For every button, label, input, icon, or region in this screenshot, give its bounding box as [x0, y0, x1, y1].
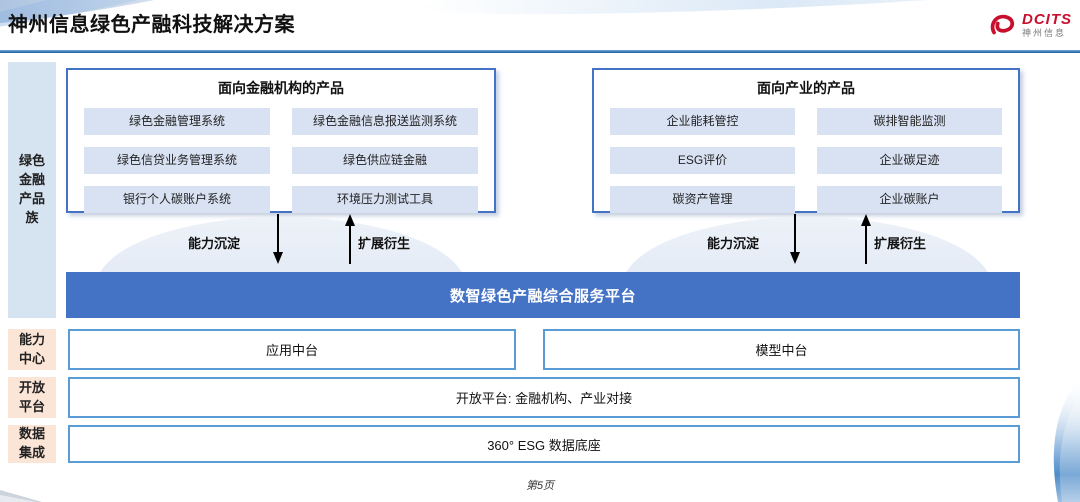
sidebar-label-product-family: 绿色金融产品族 — [8, 62, 56, 318]
logo-brand-text: DCITS — [1022, 11, 1072, 28]
dcits-logo: DCITS 神州信息 — [988, 10, 1072, 40]
product-group-items: 绿色金融管理系统 绿色金融信息报送监测系统 绿色信贷业务管理系统 绿色供应链金融… — [68, 108, 494, 213]
logo-brand-cn-text: 神州信息 — [1022, 28, 1067, 38]
product-item: ESG评价 — [610, 147, 795, 174]
product-item: 碳排智能监测 — [817, 108, 1002, 135]
bottom-right-swoosh-decoration — [1053, 377, 1080, 502]
product-item: 企业能耗管控 — [610, 108, 795, 135]
flow-label-extension-right: 扩展衍生 — [874, 236, 927, 251]
down-arrow-icon — [273, 214, 283, 264]
product-item: 企业碳足迹 — [817, 147, 1002, 174]
flow-label-extension-left: 扩展衍生 — [358, 236, 411, 251]
sidebar-label-capability-center: 能力中心 — [8, 329, 56, 370]
product-item: 碳资产管理 — [610, 186, 795, 213]
header-divider-line — [0, 50, 1080, 53]
down-arrow-icon — [790, 214, 800, 264]
up-arrow-icon — [861, 214, 871, 264]
product-item: 绿色金融管理系统 — [84, 108, 270, 135]
open-platform-row-box: 开放平台: 金融机构、产业对接 — [68, 377, 1020, 418]
product-group-items: 企业能耗管控 碳排智能监测 ESG评价 企业碳足迹 碳资产管理 企业碳账户 — [594, 108, 1018, 213]
up-arrow-icon — [345, 214, 355, 264]
product-item: 绿色金融信息报送监测系统 — [292, 108, 478, 135]
header-swoosh-streak — [419, 0, 1080, 24]
product-item: 银行个人碳账户系统 — [84, 186, 270, 213]
logo-text: DCITS 神州信息 — [1022, 12, 1072, 38]
sidebar-label-data-integration: 数据集成 — [8, 425, 56, 463]
product-group-financial-institutions: 面向金融机构的产品 绿色金融管理系统 绿色金融信息报送监测系统 绿色信贷业务管理… — [66, 68, 496, 213]
product-group-title: 面向金融机构的产品 — [218, 80, 344, 96]
model-middle-platform-box: 模型中台 — [543, 329, 1020, 370]
product-item: 绿色供应链金融 — [292, 147, 478, 174]
product-item: 环境压力测试工具 — [292, 186, 478, 213]
product-group-industry: 面向产业的产品 企业能耗管控 碳排智能监测 ESG评价 企业碳足迹 碳资产管理 … — [592, 68, 1020, 213]
flow-label-capability-right: 能力沉淀 — [707, 236, 760, 251]
page-number: 第5页 — [525, 480, 555, 492]
main-platform-bar: 数智绿色产融综合服务平台 — [66, 272, 1020, 318]
bottom-left-swoosh-decoration — [0, 490, 42, 502]
page-title: 神州信息绿色产融科技解决方案 — [8, 14, 295, 36]
dcits-swirl-icon — [990, 14, 1015, 35]
app-middle-platform-box: 应用中台 — [68, 329, 516, 370]
product-item: 绿色信贷业务管理系统 — [84, 147, 270, 174]
product-item: 企业碳账户 — [817, 186, 1002, 213]
esg-data-base-row-box: 360° ESG 数据底座 — [68, 425, 1020, 463]
dome-decoration-right — [612, 213, 1002, 272]
product-group-title: 面向产业的产品 — [757, 80, 855, 96]
sidebar-label-open-platform: 开放平台 — [8, 377, 56, 418]
flow-label-capability-left: 能力沉淀 — [188, 236, 241, 251]
